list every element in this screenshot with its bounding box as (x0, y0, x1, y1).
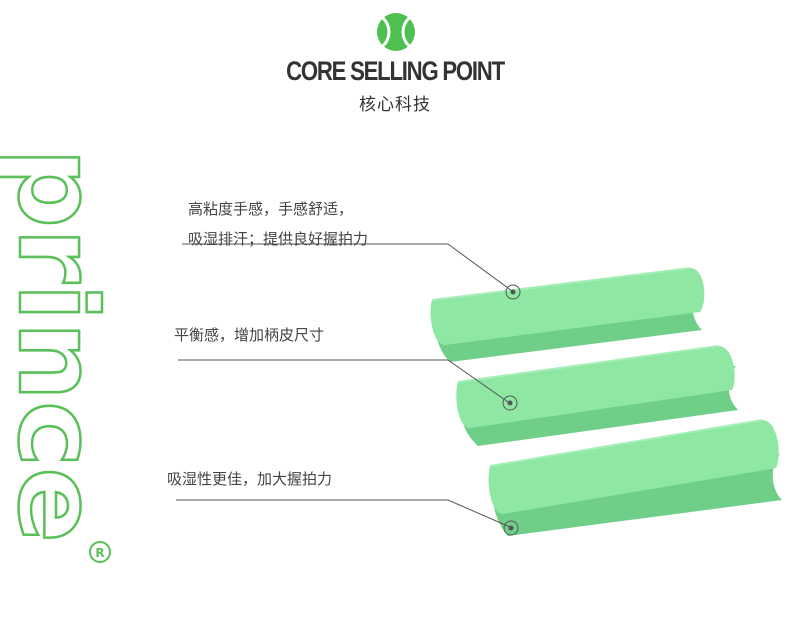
callout-line-3 (176, 499, 511, 528)
feature-2-line-1: 平衡感，增加柄皮尺寸 (174, 326, 325, 344)
registered-mark-icon: R (89, 541, 111, 563)
feature-1-line-2: 吸湿排汗；提供良好握拍力 (188, 230, 369, 248)
feature-3: 吸湿性更佳，加大握拍力 (167, 464, 332, 494)
brand-logo-text: prince (0, 148, 119, 543)
tennis-ball-icon (377, 13, 415, 51)
page-subtitle: 核心科技 (359, 95, 431, 115)
callout-line-2 (178, 359, 509, 403)
callout-line-1 (182, 243, 513, 292)
grip-tape-2 (456, 345, 738, 446)
callout-marker-icon (505, 284, 521, 300)
callout-marker-icon (503, 520, 519, 536)
brand-logo: prince R (0, 147, 120, 563)
grip-tape-3 (488, 419, 782, 536)
feature-3-line-1: 吸湿性更佳，加大握拍力 (167, 470, 333, 488)
callout-marker-icon (502, 395, 518, 411)
feature-1: 高粘度手感，手感舒适， 吸湿排汗；提供良好握拍力 (188, 194, 368, 254)
feature-1-line-1: 高粘度手感，手感舒适， (188, 200, 354, 218)
grip-tape-1 (430, 267, 705, 362)
feature-2: 平衡感，增加柄皮尺寸 (174, 320, 324, 350)
page-title: CORE SELLING POINT (286, 56, 505, 86)
svg-text:R: R (95, 546, 104, 560)
